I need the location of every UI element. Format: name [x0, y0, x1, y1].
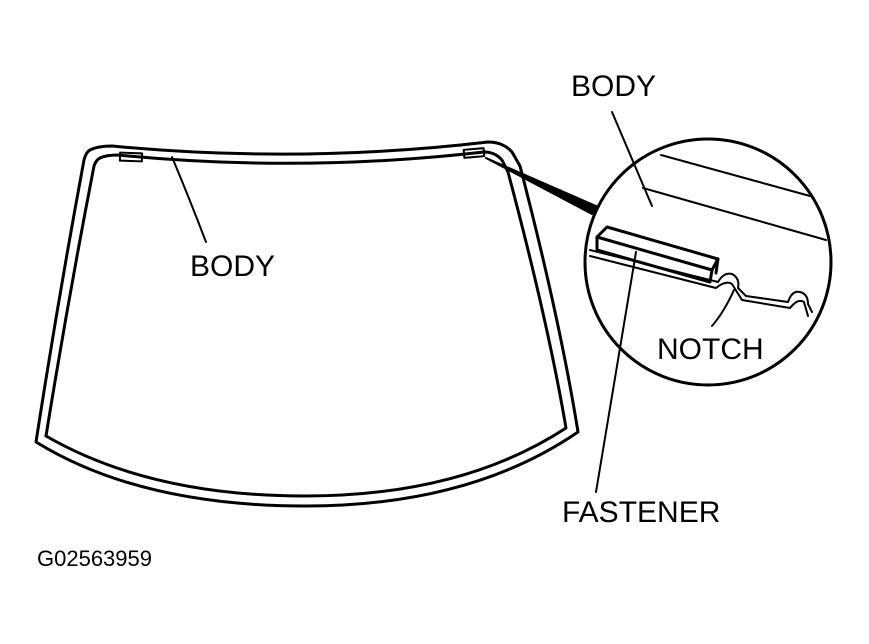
detail-fastener-edge — [714, 257, 720, 275]
detail-molding-base-lower — [589, 255, 809, 317]
detail-molding-base — [589, 249, 813, 313]
body-left-leader — [171, 156, 207, 243]
detail-body-line-upper — [660, 154, 811, 197]
notch-label: NOTCH — [657, 333, 764, 366]
figure-code: G02563959 — [37, 546, 152, 571]
top-left-fastener — [118, 151, 144, 163]
detail-fastener-front — [595, 235, 714, 284]
callout-wedge — [485, 157, 597, 215]
fastener-leader — [595, 251, 637, 493]
notch-leader — [711, 289, 735, 327]
windshield-inner-outline — [44, 150, 568, 498]
top-right-fastener — [462, 147, 486, 159]
detail-circle — [583, 137, 833, 387]
windshield-outer-outline — [34, 140, 580, 508]
detail-fastener-block — [595, 225, 720, 272]
fastener-label: FASTENER — [562, 496, 721, 529]
body-left-label: BODY — [190, 250, 276, 283]
body-top-label: BODY — [571, 70, 657, 103]
body-top-leader — [611, 111, 653, 207]
detail-body-line-lower — [642, 187, 827, 241]
